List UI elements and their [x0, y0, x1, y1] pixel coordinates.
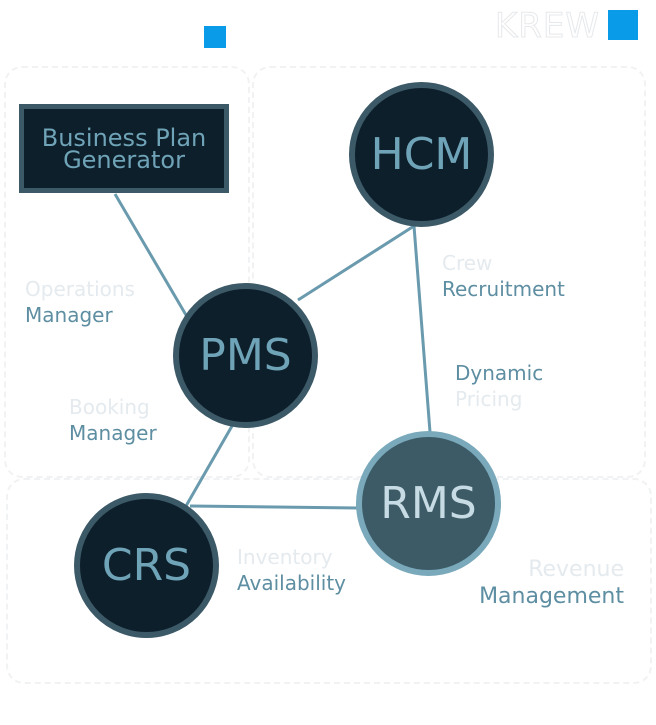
pricing-text: Pricing: [455, 387, 523, 411]
crew-recruitment-label: Crew Recruitment: [442, 250, 565, 302]
business-plan-line1: Business Plan: [41, 123, 207, 152]
business-plan-line2: Generator: [63, 145, 185, 174]
hcm-node: HCM: [349, 82, 494, 227]
accent-square-marker: [204, 26, 226, 48]
operations-manager-label: Operations Manager: [25, 276, 135, 328]
crew-text: Crew: [442, 251, 493, 275]
edge-pms-crs: [184, 425, 234, 507]
crs-node: CRS: [74, 493, 219, 638]
edge-hcm-rms: [412, 225, 432, 433]
manager-text: Manager: [25, 303, 113, 327]
pms-node: PMS: [173, 283, 318, 428]
booking-manager-label: Booking Manager: [69, 394, 157, 446]
rms-node: RMS: [356, 431, 501, 576]
hcm-label: HCM: [370, 129, 473, 180]
dynamic-pricing-label: Dynamic Pricing: [455, 360, 543, 412]
edge-bpg-pms: [113, 193, 188, 316]
region-operations: [4, 66, 250, 478]
crs-label: CRS: [101, 540, 192, 591]
dynamic-text: Dynamic: [455, 361, 544, 385]
booking-manager-text: Manager: [69, 421, 157, 445]
brand-square-icon: [608, 10, 638, 40]
region-revenue: [6, 478, 652, 684]
booking-text: Booking: [69, 395, 150, 419]
rms-label: RMS: [380, 478, 477, 529]
inventory-availability-label: Inventory Availability: [237, 544, 346, 596]
brand-logo-text: KREW: [494, 6, 600, 47]
operations-text: Operations: [25, 277, 135, 301]
availability-text: Availability: [237, 571, 347, 595]
business-plan-generator-node: Business Plan Generator: [19, 104, 229, 193]
management-text: Management: [479, 584, 624, 609]
pms-label: PMS: [199, 330, 292, 381]
revenue-management-label: Revenue Management: [479, 556, 624, 610]
inventory-text: Inventory: [237, 545, 333, 569]
recruitment-text: Recruitment: [442, 277, 565, 301]
revenue-text: Revenue: [528, 557, 624, 582]
edge-pms-hcm: [297, 224, 415, 302]
edge-crs-rms: [189, 504, 359, 510]
